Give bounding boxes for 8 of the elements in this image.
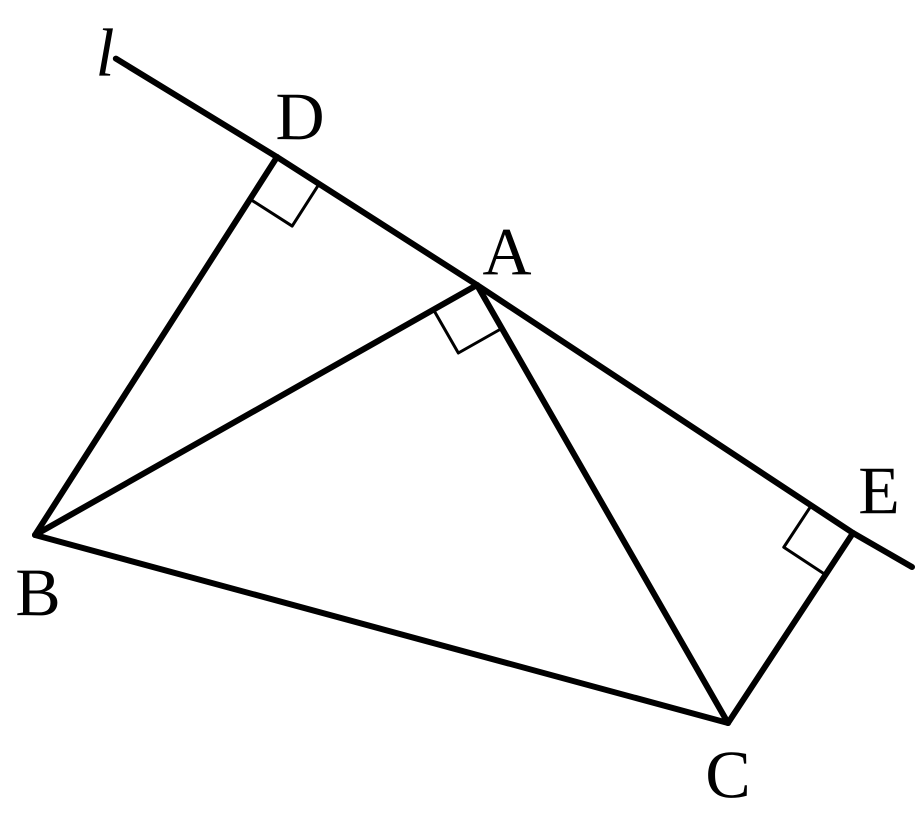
- line-label: l: [99, 28, 113, 76]
- point-label: C: [708, 752, 747, 798]
- point-label: D: [277, 94, 322, 140]
- point-label: E: [860, 468, 896, 514]
- line-segment: [112, 56, 280, 160]
- line-segment: [725, 530, 856, 726]
- point-label: B: [17, 570, 58, 616]
- point-label: A: [483, 230, 532, 274]
